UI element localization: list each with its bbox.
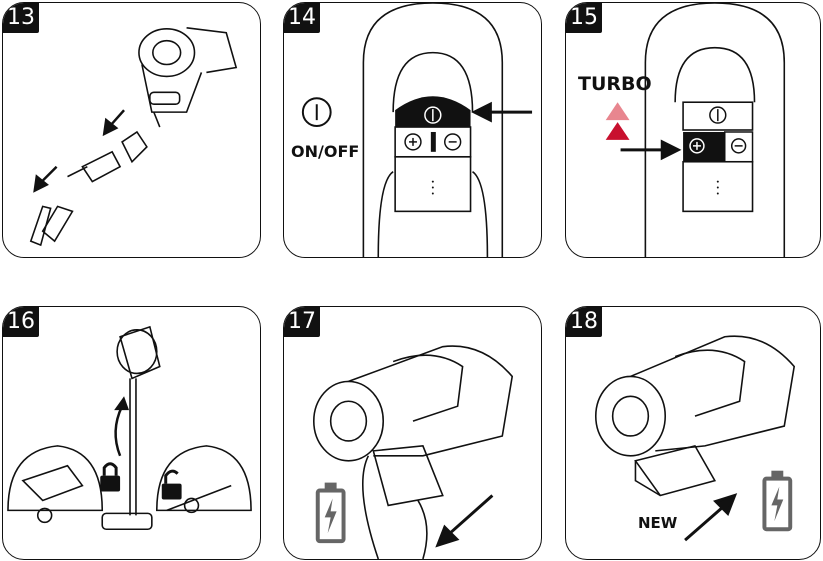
step-14-panel: 14 ON/OFF (283, 2, 542, 258)
turbo-button-illustration (605, 3, 786, 257)
step-number: 17 (284, 307, 320, 337)
step-number: 13 (3, 3, 39, 33)
step-17-panel: 17 (283, 306, 542, 560)
floor-head-lock-illustration (7, 325, 252, 531)
on-off-label: ON/OFF (291, 142, 360, 161)
step-15-panel: 15 TURBO (565, 2, 821, 258)
step-13-panel: 13 (2, 2, 261, 258)
new-battery-label: NEW (638, 514, 678, 532)
turbo-label: TURBO (578, 73, 652, 95)
battery-removal-illustration (312, 345, 514, 559)
step-number: 15 (566, 3, 602, 33)
step-16-panel: 16 (2, 306, 261, 560)
power-button-illustration (301, 3, 533, 257)
step-18-panel: 18 NEW (565, 306, 821, 560)
battery-insert-illustration (594, 335, 796, 542)
disassembly-illustration (29, 27, 238, 247)
step-number: 16 (3, 307, 39, 337)
step-number: 18 (566, 307, 602, 337)
step-number: 14 (284, 3, 320, 33)
